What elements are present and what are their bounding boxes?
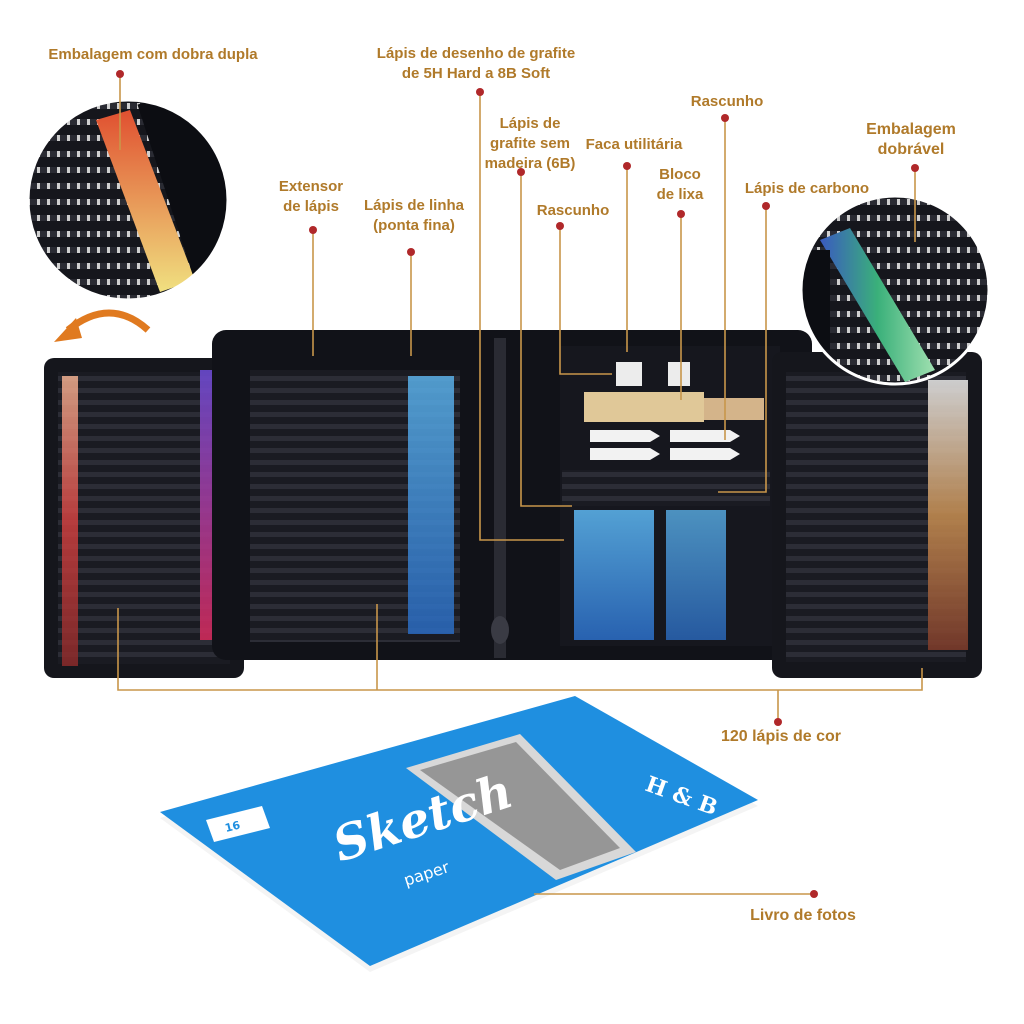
zipper <box>494 338 506 658</box>
label-pencil-extender: Extensor de lápis <box>278 178 344 215</box>
label-utility-knife: Faca utilitária <box>585 136 683 153</box>
label-rascunho-mid: Rascunho <box>536 202 610 219</box>
leader-lines <box>117 75 923 895</box>
sketchbook: Sketch paper H & B 16 <box>160 696 758 972</box>
label-rascunho-top: Rascunho <box>690 93 764 110</box>
pencil-case <box>44 330 982 678</box>
label-sandpaper-block: Bloco de lixa <box>656 166 704 203</box>
eraser-white <box>616 362 642 386</box>
fold-arrow <box>65 309 151 333</box>
sandpaper-block <box>584 392 704 422</box>
label-carbon-pencils: Lápis de carbono <box>744 180 870 197</box>
label-woodless-graphite: Lápis de grafite sem madeira (6B) <box>484 115 576 172</box>
sheet-count: 16 <box>224 819 242 835</box>
zoom-left <box>26 98 230 302</box>
label-colored-pencils: 120 lápis de cor <box>720 728 842 745</box>
label-folding-case: Embalagem dobrável <box>866 121 956 158</box>
label-double-fold: Embalagem com dobra dupla <box>48 46 258 63</box>
label-liner-pencils: Lápis de linha (ponta fina) <box>363 197 465 234</box>
label-graphite-pencils: Lápis de desenho de grafite de 5H Hard a… <box>376 45 576 82</box>
label-sketchbook: Livro de fotos <box>750 907 856 924</box>
zoom-right <box>799 194 991 386</box>
leader-dots <box>116 70 919 898</box>
graphite-pencils <box>574 510 654 640</box>
